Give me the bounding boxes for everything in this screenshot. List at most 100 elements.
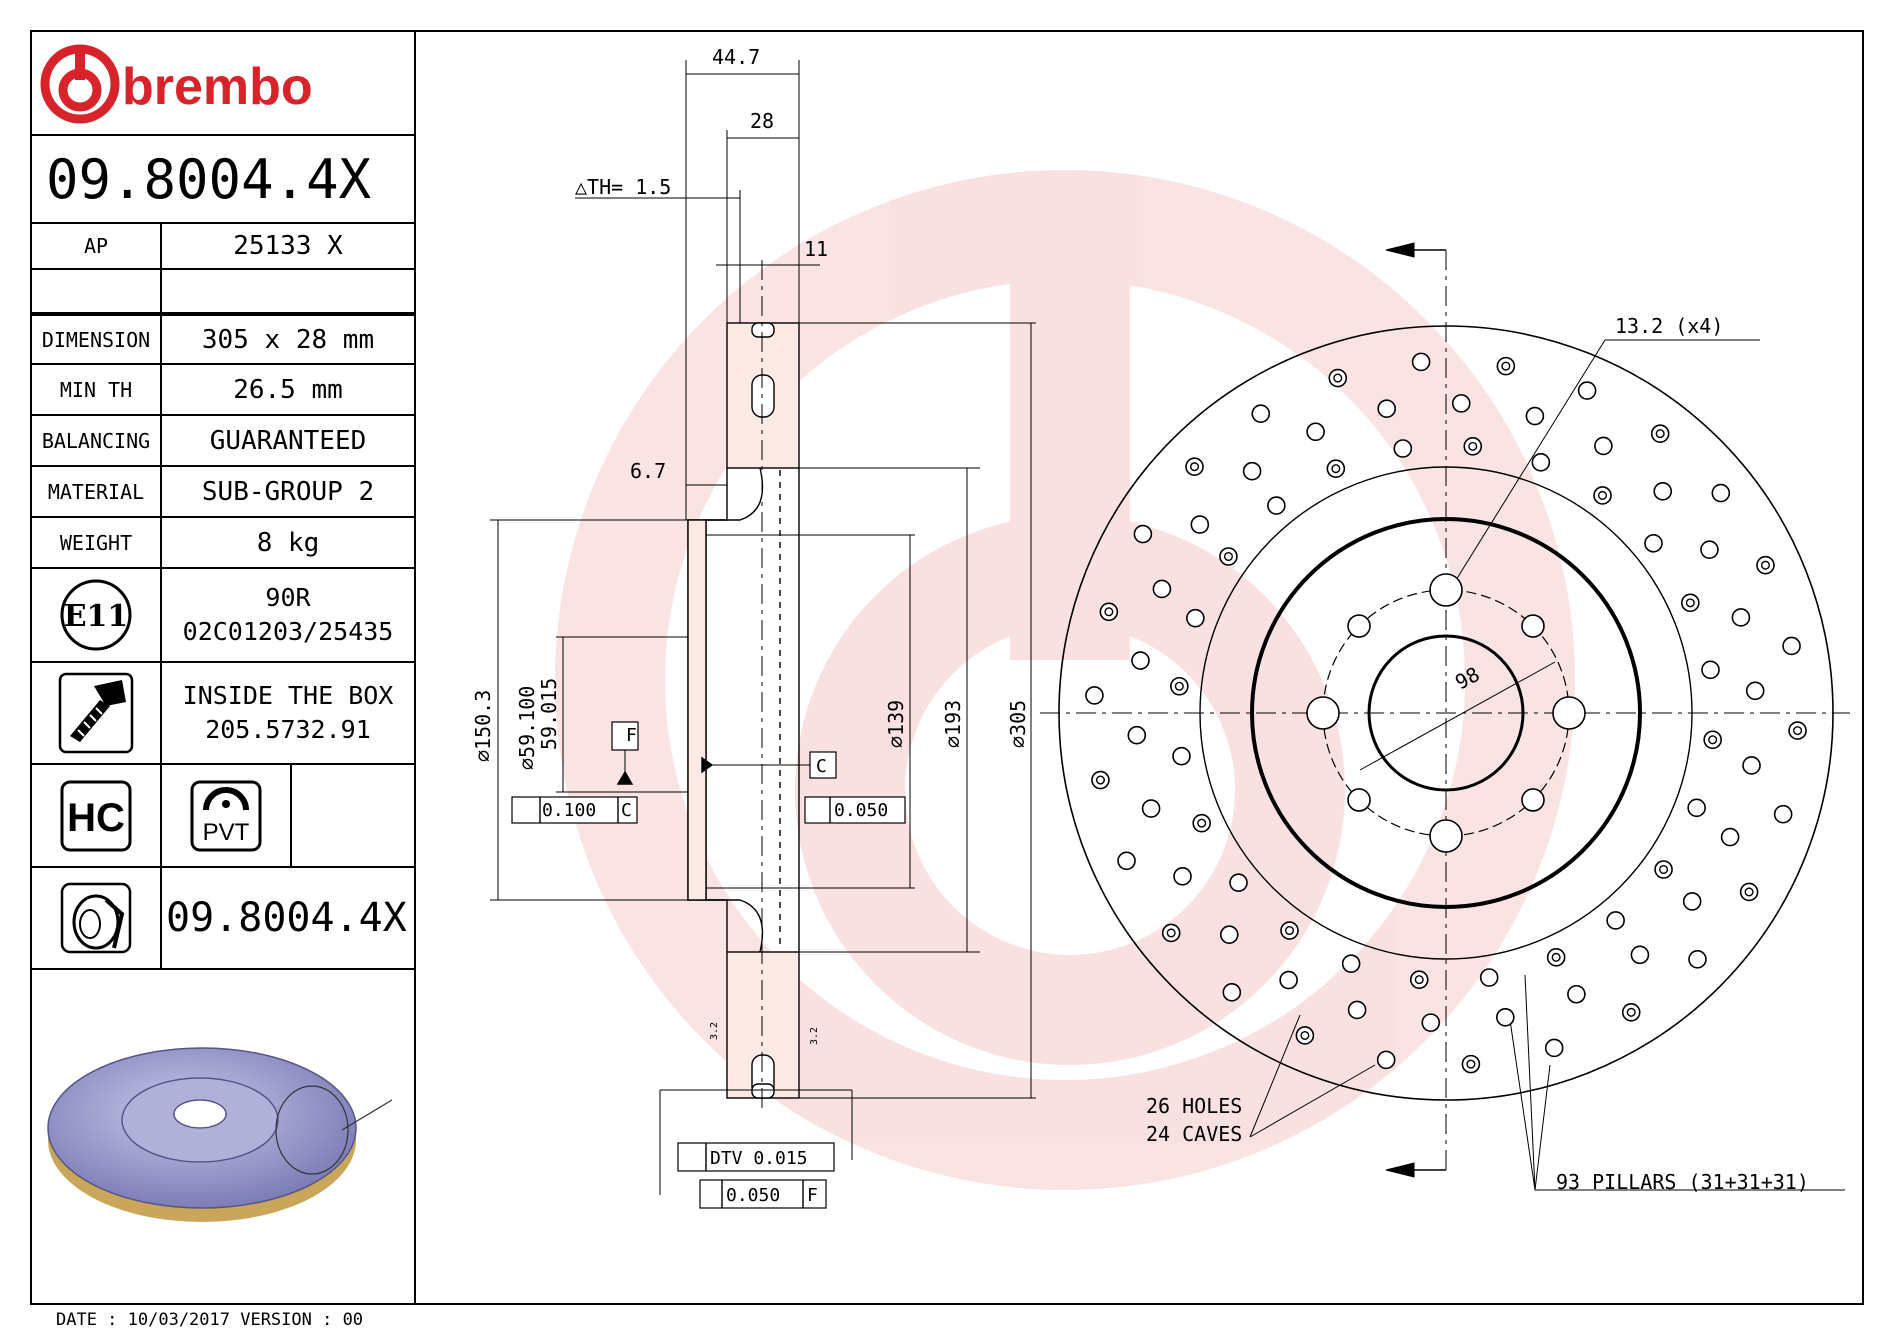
inside-box-values: INSIDE THE BOX 205.5732.91 — [162, 663, 414, 763]
drill-hole-inner — [1551, 952, 1561, 962]
drill-hole — [1496, 1007, 1515, 1027]
drill-hole-inner — [1331, 464, 1341, 474]
drill-hole-inner — [1501, 361, 1511, 371]
locating-hole — [1521, 788, 1545, 812]
brand-name: brembo — [122, 58, 313, 116]
e11-mark-text: E11 — [64, 599, 129, 634]
spec-row-weight: WEIGHT 8 kg — [32, 518, 414, 569]
drill-hole — [1654, 860, 1673, 879]
wheel-bolt-hole — [1429, 573, 1463, 607]
drawing-footer: DATE : 10/03/2017 VERSION : 00 — [56, 1310, 364, 1330]
drill-hole — [1577, 381, 1597, 400]
hc-text: HC — [67, 796, 125, 840]
drill-hole-inner — [1189, 462, 1200, 472]
approval-values: 90R 02C01203/25435 — [162, 569, 414, 661]
spec-label: MATERIAL — [32, 467, 162, 516]
drill-hole — [1172, 746, 1191, 766]
drill-hole — [1700, 540, 1719, 559]
locating-hole — [1347, 614, 1371, 638]
dim-hat-offset: 6.7 — [630, 459, 666, 483]
roughness-right: 3.2 — [809, 1027, 820, 1045]
drill-hole-inner — [1685, 598, 1695, 608]
drill-hole — [1219, 925, 1239, 944]
drill-hole — [1567, 984, 1586, 1004]
spec-row-min-th: MIN TH 26.5 mm — [32, 365, 414, 416]
drill-hole — [1409, 970, 1429, 989]
drill-hole-inner — [1300, 1030, 1310, 1041]
pvt-text: PVT — [203, 819, 250, 846]
drawing-sheet: brembo 09.8004.4X AP 25133 X DIMENSION 3… — [30, 30, 1864, 1305]
drill-hole-inner — [1659, 864, 1669, 875]
inside-box-label: INSIDE THE BOX — [182, 681, 394, 710]
drill-hole — [1701, 660, 1720, 680]
part-number-row: 09.8004.4X — [32, 136, 414, 224]
front-view-labels: 13.2 (x4) 98 26 HOLES 24 CAVES 93 PILLAR… — [1146, 314, 1809, 1194]
drill-hole — [1326, 459, 1346, 478]
drill-hole — [1222, 983, 1242, 1002]
approval-regulation: 90R — [265, 583, 311, 612]
spec-row-empty — [32, 270, 414, 314]
drill-hole — [1773, 804, 1793, 824]
dim-hub-bore-min: 59.015 — [537, 678, 561, 750]
dim-delta-th: △TH= 1.5 — [575, 175, 671, 199]
drill-hole — [1376, 1050, 1396, 1070]
front-view-holes — [1085, 352, 1807, 1074]
section-dimensions: 44.7 28 △TH= 1.5 11 6.7 F C 0.100 C 0.05… — [471, 45, 1030, 1206]
datum-c-label: C — [816, 756, 827, 777]
drill-hole — [1621, 1003, 1641, 1022]
drill-hole — [1295, 1026, 1315, 1045]
inside-box-code: 205.5732.91 — [205, 715, 371, 744]
drill-hole-inner — [1466, 1059, 1476, 1069]
variant-row: 09.8004.4X — [32, 868, 414, 970]
drill-hole — [1170, 676, 1189, 696]
datum-f-label: F — [626, 725, 637, 746]
drill-hole — [1173, 867, 1192, 886]
drill-hole-inner — [1095, 775, 1105, 785]
disc-variant-icon — [60, 882, 132, 954]
e11-mark-icon: E11 — [60, 579, 132, 651]
drill-hole — [1463, 437, 1483, 456]
screw-icon — [58, 672, 134, 754]
dim-thickness: 28 — [750, 109, 774, 133]
drill-hole — [1280, 921, 1299, 940]
runout-value: 0.050 — [726, 1185, 780, 1206]
pvt-icon: PVT — [190, 780, 262, 851]
spec-value: 26.5 mm — [233, 374, 343, 405]
drill-hole — [1788, 721, 1807, 740]
spec-value: SUB-GROUP 2 — [201, 476, 375, 507]
drill-hole — [1653, 482, 1673, 501]
drill-hole — [1085, 686, 1104, 705]
spec-label: AP — [32, 224, 162, 268]
drill-hole — [1185, 457, 1204, 477]
section-view — [490, 60, 1036, 1209]
part-number: 09.8004.4X — [46, 148, 372, 211]
drill-hole — [1756, 555, 1775, 575]
drill-hole — [1219, 547, 1238, 566]
drill-hole — [1141, 799, 1161, 818]
drill-hole-inner — [1655, 429, 1665, 439]
drill-hole — [1190, 515, 1210, 534]
drill-hole — [1525, 406, 1545, 426]
disc-render-cell — [32, 970, 414, 1303]
drill-hole — [1279, 970, 1298, 990]
inside-box-row: INSIDE THE BOX 205.5732.91 — [32, 663, 414, 765]
spec-value: 25133 X — [233, 231, 343, 261]
drill-hole — [1531, 453, 1551, 472]
drill-hole — [1461, 1054, 1481, 1074]
dim-flange: 11 — [804, 237, 828, 261]
drill-hole — [1479, 968, 1499, 987]
drill-hole — [1341, 954, 1361, 973]
dim-dia-139: ⌀139 — [884, 700, 908, 748]
pvt-icon-cell: PVT — [162, 765, 292, 866]
spec-value: GUARANTEED — [209, 425, 367, 456]
drill-hole-inner — [1223, 551, 1233, 562]
drill-hole-inner — [1284, 926, 1295, 936]
drill-hole — [1127, 725, 1147, 745]
drill-hole — [1347, 1000, 1367, 1020]
disc-variant-icon-cell — [32, 868, 162, 968]
drill-hole — [1720, 827, 1740, 847]
drill-hole — [1091, 770, 1110, 790]
drill-hole — [1546, 948, 1566, 967]
bolt-hole-label: 13.2 (x4) — [1615, 314, 1723, 338]
